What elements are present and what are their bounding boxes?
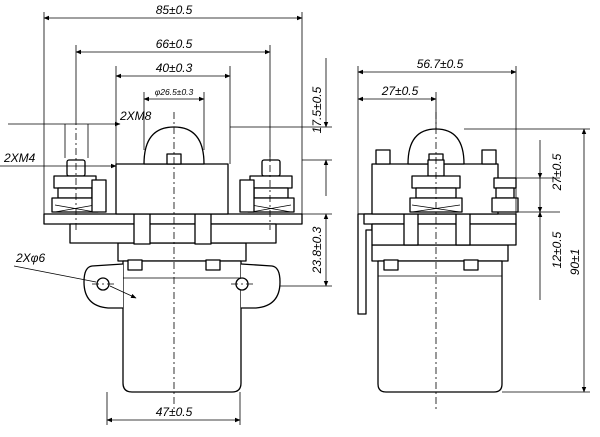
side-coil-body	[371, 244, 509, 393]
dim-cap-width: 40±0.3	[156, 61, 193, 75]
dim-cap-dome: φ26.5±0.3	[155, 87, 194, 97]
side-view: 56.7±0.5 27±0.5 27±0.5 12±0.5 90±1	[357, 57, 590, 410]
dim-terminal-height: 27±0.5	[550, 153, 564, 191]
side-coil-screw	[491, 177, 519, 213]
dim-center-offset: 27±0.5	[381, 84, 419, 98]
leader-mount-holes	[13, 265, 97, 283]
dim-depth: 56.7±0.5	[417, 57, 464, 71]
dim-flange-height: 23.8±0.3	[310, 226, 324, 274]
terminal-left	[51, 159, 107, 213]
cap	[115, 126, 229, 215]
callout-coil-thread: 2XM4	[3, 151, 36, 165]
callout-mount-holes: 2Xφ6	[15, 251, 46, 265]
terminal-right	[239, 159, 295, 213]
coil-body	[83, 242, 281, 393]
dim-total-height: 90±1	[568, 249, 582, 276]
base-plate	[43, 213, 303, 245]
dim-top-height: 17.5±0.5	[310, 86, 324, 133]
front-view: 85±0.5 66±0.5 40±0.3 φ26.5±0.3 47±0.5 2X…	[0, 3, 332, 425]
dim-overall-width: 85±0.5	[156, 3, 193, 17]
dim-body-width: 47±0.5	[156, 405, 193, 419]
dim-bracket-height: 12±0.5	[550, 231, 564, 268]
callout-terminal-thread: 2XM8	[119, 109, 152, 123]
side-bracket	[357, 213, 373, 315]
dim-mount-spacing: 66±0.5	[156, 37, 193, 51]
side-base-plate	[363, 213, 517, 246]
